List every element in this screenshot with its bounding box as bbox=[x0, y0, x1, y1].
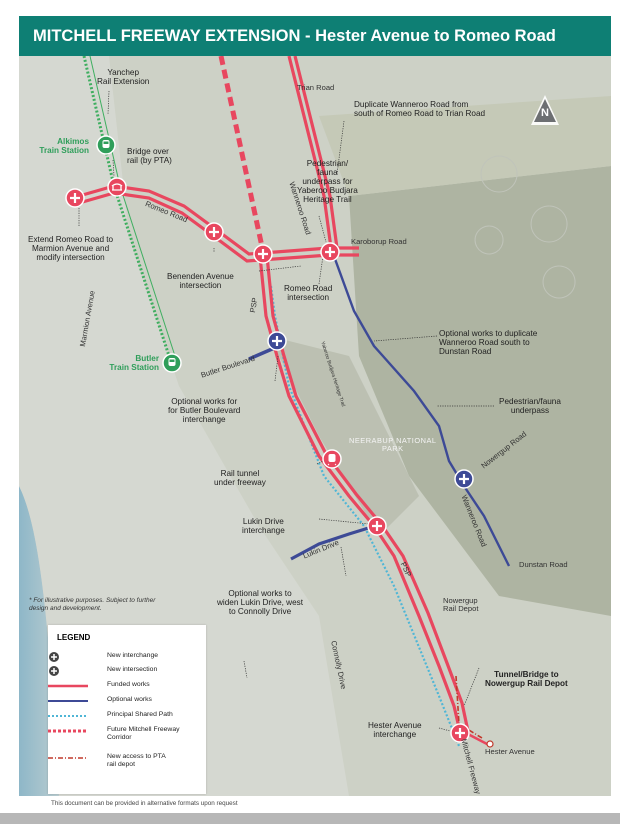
road-hester-avenue: Hester Avenue bbox=[485, 747, 535, 756]
callout-optional-wanneroo: Optional works to duplicate Wanneroo Roa… bbox=[439, 329, 538, 357]
road-karoborup: Karoborup Road bbox=[351, 237, 407, 246]
callout-leaders bbox=[78, 90, 494, 735]
callout-yanchep: Yanchep Rail Extension bbox=[97, 68, 150, 87]
disclaimer-note: * For illustrative purposes. Subject to … bbox=[29, 597, 156, 613]
callout-rail-tunnel: Rail tunnel under freeway bbox=[214, 469, 266, 488]
legend-item-optional: Optional works bbox=[48, 695, 206, 707]
callout-bridge: Bridge over rail (by PTA) bbox=[127, 147, 172, 166]
hester-interchange-icon bbox=[450, 723, 470, 743]
legend-item-funded: Funded works bbox=[48, 680, 206, 692]
bushland-area bbox=[349, 166, 611, 616]
future-line-icon bbox=[48, 729, 88, 733]
romeo-freeway-interchange-icon bbox=[253, 244, 273, 264]
butler-interchange-icon bbox=[267, 331, 287, 351]
legend: LEGEND New interchange New intersection … bbox=[48, 625, 206, 794]
callout-lukin-optional: Optional works to widen Lukin Drive, wes… bbox=[217, 589, 304, 617]
wanneroo-road-funded bbox=[287, 56, 333, 249]
footer-band bbox=[0, 813, 620, 824]
butler-station-icon bbox=[162, 353, 182, 373]
callout-tunnel-bridge: Tunnel/Bridge to Nowergup Rail Depot bbox=[485, 670, 568, 689]
optional-wanneroo-duplication bbox=[329, 247, 511, 567]
intersection-icon bbox=[49, 666, 59, 676]
psp-path bbox=[269, 285, 461, 747]
legend-item-depot-access: New access to PTA rail depot bbox=[48, 752, 206, 774]
park-area bbox=[269, 336, 419, 536]
road-dunstan: Dunstan Road bbox=[519, 560, 568, 569]
interchange-icon bbox=[49, 652, 59, 662]
legend-item-intersection: New intersection bbox=[48, 665, 206, 677]
optional-lukin-drive bbox=[290, 524, 376, 561]
page-title: MITCHELL FREEWAY EXTENSION - Hester Aven… bbox=[19, 16, 611, 56]
marmion-intersection-icon bbox=[65, 188, 85, 208]
station-alkimos: Alkimos Train Station bbox=[39, 137, 89, 156]
intersection-markers bbox=[65, 177, 474, 743]
depot-access-line-icon bbox=[48, 757, 88, 759]
callout-benenden: Benenden Avenue intersection bbox=[167, 272, 234, 291]
benenden-intersection-icon bbox=[204, 222, 224, 242]
nowergup-intersection-icon bbox=[454, 469, 474, 489]
legend-title: LEGEND bbox=[57, 633, 91, 642]
future-freeway-corridor bbox=[218, 56, 267, 257]
callout-extend-romeo: Extend Romeo Road to Marmion Avenue and … bbox=[28, 235, 114, 263]
legend-item-psp: Principal Shared Path bbox=[48, 710, 206, 722]
footer-text: This document can be provided in alterna… bbox=[51, 800, 238, 807]
road-trian: Trian Road bbox=[297, 83, 335, 92]
station-butler: Butler Train Station bbox=[109, 354, 159, 373]
project-map[interactable]: N Yanchep Rail Extension Bridge over rai… bbox=[19, 56, 611, 796]
callout-lukin-interchange: Lukin Drive interchange bbox=[242, 517, 285, 536]
callout-butler-optional: Optional works for for Butler Boulevard … bbox=[168, 397, 241, 425]
lukin-interchange-icon bbox=[367, 516, 387, 536]
psp-line-icon bbox=[48, 715, 88, 717]
rail-tunnel-icon bbox=[322, 449, 342, 469]
suburban-area bbox=[19, 56, 349, 796]
funded-line-icon bbox=[48, 684, 88, 688]
optional-line-icon bbox=[48, 700, 88, 702]
legend-item-future: Future Mitchell Freeway Corridor bbox=[48, 725, 206, 747]
callout-romeo-intersection: Romeo Road intersection bbox=[284, 284, 333, 303]
road-nowergup-depot: Nowergup Rail Depot bbox=[443, 596, 479, 614]
north-arrow-icon: N bbox=[531, 95, 559, 125]
callout-ped-underpass-2: Pedestrian/fauna underpass bbox=[499, 397, 561, 416]
callout-hester: Hester Avenue interchange bbox=[368, 721, 422, 740]
neerabup-national-park-label: NEERABUP NATIONAL PARK bbox=[349, 436, 437, 454]
bridge-over-rail-icon bbox=[107, 177, 127, 197]
alkimos-station-icon bbox=[96, 135, 116, 155]
callout-ped-underpass-1: Pedestrian/ fauna underpass for Yaberoo … bbox=[297, 159, 358, 205]
romeo-wanneroo-intersection-icon bbox=[320, 242, 340, 262]
legend-item-interchange: New interchange bbox=[48, 651, 206, 663]
north-arrow-label: N bbox=[541, 107, 549, 119]
callout-duplicate-wanneroo: Duplicate Wanneroo Road from south of Ro… bbox=[354, 100, 486, 119]
